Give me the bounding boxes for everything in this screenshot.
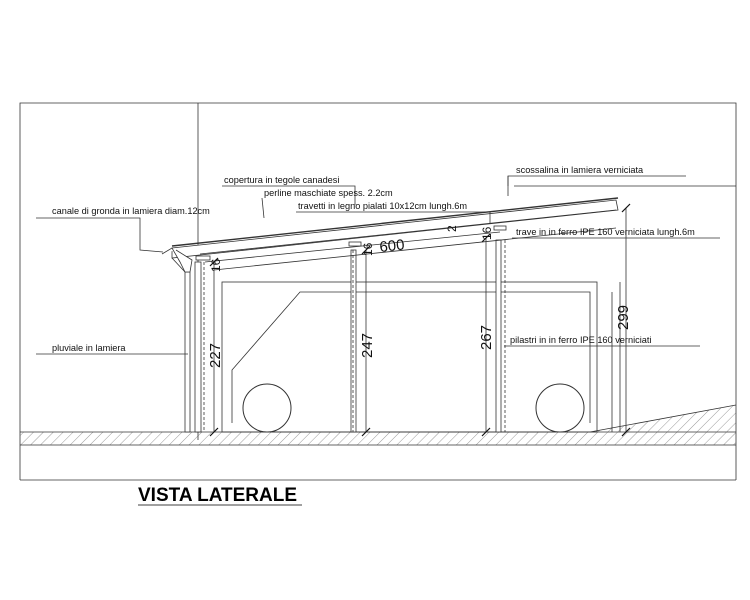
roof-second-line bbox=[199, 209, 617, 255]
label-trave: trave in in ferro IPE 160 verniciata lun… bbox=[516, 227, 695, 237]
car-wheel-rear bbox=[535, 383, 585, 433]
leader-perline bbox=[261, 197, 265, 219]
column-1 bbox=[194, 261, 202, 433]
roof-underline bbox=[204, 231, 501, 263]
label-copertura: copertura in tegole canadesi bbox=[224, 175, 339, 185]
ramp-line bbox=[589, 404, 737, 433]
beam-cap-3 bbox=[493, 225, 507, 231]
tick-247-top bbox=[361, 245, 371, 255]
column-2 bbox=[350, 249, 357, 433]
beam-cap-1 bbox=[195, 255, 211, 261]
car-body bbox=[231, 291, 591, 423]
dim-267: 267 bbox=[478, 325, 495, 350]
dim-16-right: 16 bbox=[480, 226, 494, 240]
dim-2: 2 bbox=[445, 225, 459, 232]
dim-227: 227 bbox=[207, 343, 224, 368]
tick-227-top bbox=[209, 257, 219, 267]
leader-travetti bbox=[296, 211, 491, 223]
ground-hatch bbox=[20, 432, 736, 445]
car-wheel-front bbox=[242, 383, 292, 433]
dim-247: 247 bbox=[359, 333, 376, 358]
leader-copertura bbox=[222, 185, 356, 205]
tick-227-bot bbox=[209, 427, 219, 437]
dim-16-mid: 16 bbox=[361, 242, 375, 256]
leader-canale bbox=[36, 217, 164, 253]
roof-top-line bbox=[171, 197, 619, 247]
tick-267-bot bbox=[481, 427, 491, 437]
roof-deck bbox=[171, 199, 619, 259]
label-pluviale: pluviale in lamiera bbox=[52, 343, 126, 353]
label-pilastri: pilastri in in ferro IPE 160 verniciati bbox=[510, 335, 651, 345]
label-canale: canale di gronda in lamiera diam.12cm bbox=[52, 206, 210, 216]
gutter-edge bbox=[171, 257, 186, 273]
label-perline: perline maschiate spess. 2.2cm bbox=[264, 188, 393, 198]
label-scossalina: scossalina in lamiera verniciata bbox=[516, 165, 644, 175]
column-3 bbox=[495, 239, 502, 433]
dim-line-600 bbox=[213, 227, 617, 271]
tick-247-bot bbox=[361, 427, 371, 437]
dim-16-left: 16 bbox=[209, 258, 223, 272]
car-bounding-box bbox=[221, 281, 598, 433]
rain-pipe bbox=[184, 271, 191, 433]
dim-600: 600 bbox=[379, 236, 406, 256]
beam-cap-2 bbox=[348, 241, 362, 247]
dim-299: 299 bbox=[615, 305, 632, 330]
tick-299-bot bbox=[621, 427, 631, 437]
drawing-title: VISTA LATERALE bbox=[138, 485, 297, 506]
label-travetti: travetti in legno pialati 10x12cm lungh.… bbox=[298, 201, 467, 211]
tick-267-top bbox=[481, 233, 491, 243]
tick-299-top bbox=[621, 203, 631, 213]
frame-outline bbox=[19, 102, 737, 480]
